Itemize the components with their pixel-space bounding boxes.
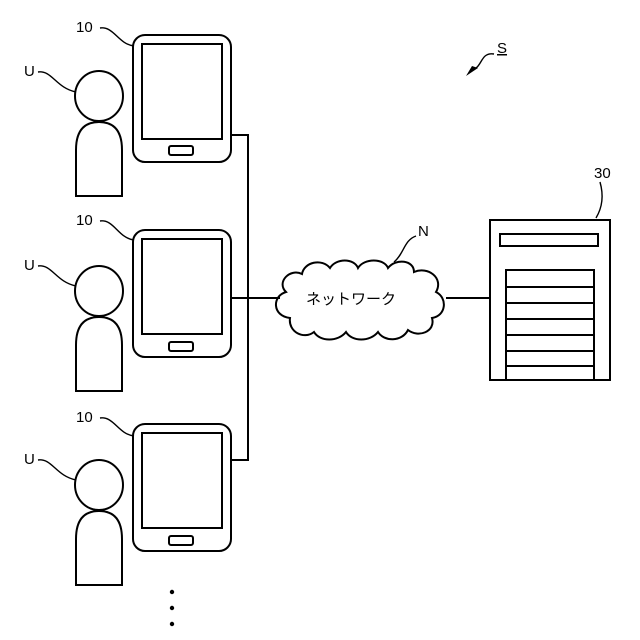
terminal-label-2: 10 <box>76 212 93 229</box>
terminal-label-3: 10 <box>76 409 93 426</box>
user-terminal-row-3: U 10 <box>24 409 231 585</box>
user-label-1: U <box>24 63 35 80</box>
user-icon-2 <box>75 266 123 391</box>
tablet-icon-2 <box>133 230 231 357</box>
user-icon-3 <box>75 460 123 585</box>
system-label: S <box>497 40 507 57</box>
server-leader <box>596 182 602 218</box>
user-leader-2 <box>38 266 76 286</box>
server-icon <box>490 220 610 380</box>
terminal-leader-1 <box>100 28 134 46</box>
system-label-group: S <box>466 40 507 76</box>
user-terminal-row-2: U 10 <box>24 212 231 391</box>
user-leader-3 <box>38 460 76 480</box>
more-terminals-ellipsis <box>170 590 174 626</box>
terminal-leader-3 <box>100 418 134 436</box>
network-text: ネットワーク <box>306 291 396 308</box>
user-label-3: U <box>24 451 35 468</box>
terminal-label-1: 10 <box>76 19 93 36</box>
tablet-icon-3 <box>133 424 231 551</box>
network-cloud: ネットワーク N <box>276 223 444 340</box>
system-arrow-head <box>466 66 478 76</box>
server-label: 30 <box>594 165 611 182</box>
user-icon-1 <box>75 71 123 196</box>
system-label-leader <box>476 54 494 68</box>
terminal-leader-2 <box>100 221 134 240</box>
tablet-icon-1 <box>133 35 231 162</box>
user-label-2: U <box>24 257 35 274</box>
server-group: 30 <box>490 165 611 380</box>
user-terminal-row-1: U 10 <box>24 19 231 196</box>
network-label: N <box>418 223 429 240</box>
network-leader <box>394 236 416 262</box>
user-leader-1 <box>38 72 76 92</box>
